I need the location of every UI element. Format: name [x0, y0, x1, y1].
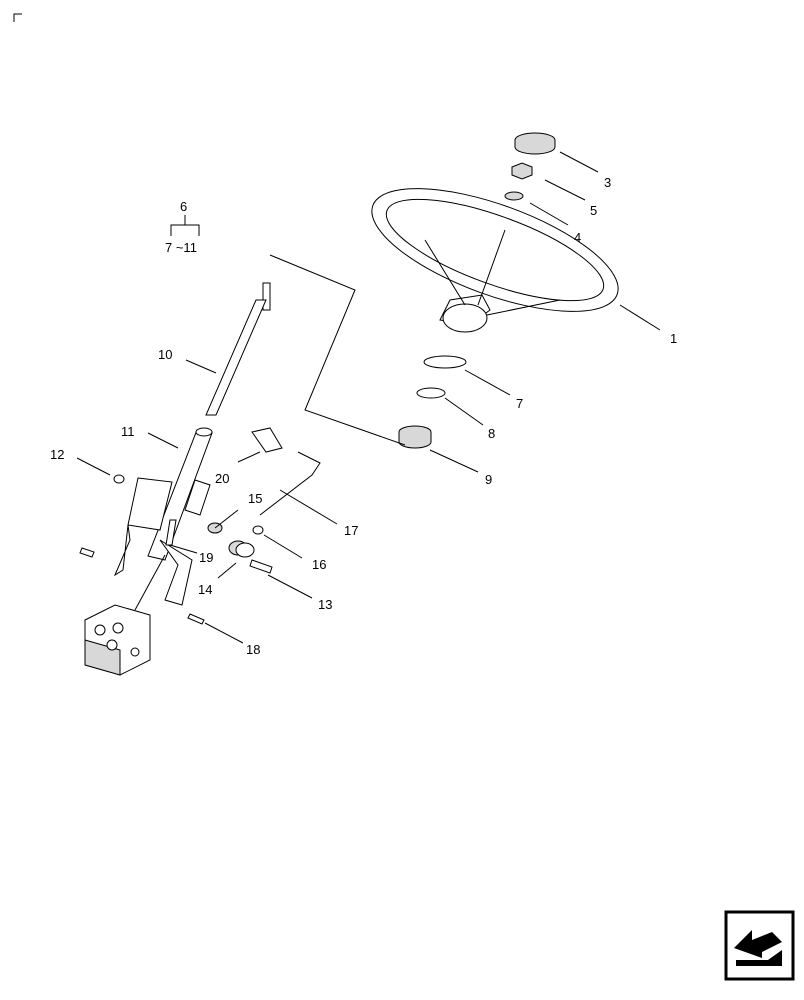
bolt-13	[249, 559, 273, 574]
callout-17: 17	[344, 523, 358, 538]
page-back-arrow-icon[interactable]	[724, 910, 795, 981]
spacer-14	[228, 540, 255, 558]
callout-13: 13	[318, 597, 332, 612]
snap-ring	[423, 355, 467, 369]
assembly-line	[269, 254, 406, 446]
callout-18: 18	[246, 642, 260, 657]
callout-11: 11	[121, 424, 135, 439]
steering-nut	[511, 162, 533, 180]
callout-7: 7	[516, 396, 523, 411]
steering-shaft	[205, 282, 271, 416]
o-ring	[416, 387, 446, 399]
corner-mark-icon	[13, 13, 22, 22]
callout-4: 4	[574, 230, 581, 245]
callout-20: 20	[215, 471, 229, 486]
column-bracket	[113, 477, 211, 606]
group-bracket: 6 7 ~11	[165, 199, 200, 255]
callout-1: 1	[670, 331, 677, 346]
callout-16: 16	[312, 557, 326, 572]
callout-14: 14	[198, 582, 212, 597]
steering-valve	[84, 604, 151, 676]
horn-cap	[514, 132, 556, 155]
callout-3: 3	[604, 175, 611, 190]
tilt-lever	[251, 427, 321, 516]
callout-12: 12	[50, 447, 64, 462]
group-parent-label: 6	[180, 199, 187, 214]
bolt-left	[79, 547, 95, 558]
nut-12	[113, 474, 125, 484]
callout-9: 9	[485, 472, 492, 487]
leader-lines	[76, 151, 661, 644]
steering-washer	[504, 191, 524, 201]
callout-19: 19	[199, 550, 213, 565]
callout-10: 10	[158, 347, 172, 362]
callout-8: 8	[488, 426, 495, 441]
bolt-18	[187, 613, 205, 625]
callout-5: 5	[590, 203, 597, 218]
callout-15: 15	[248, 491, 262, 506]
group-range-label: 7 ~11	[165, 240, 197, 255]
nut-16	[252, 525, 264, 535]
bolt-19	[165, 519, 177, 546]
steering-wheel	[371, 188, 619, 333]
